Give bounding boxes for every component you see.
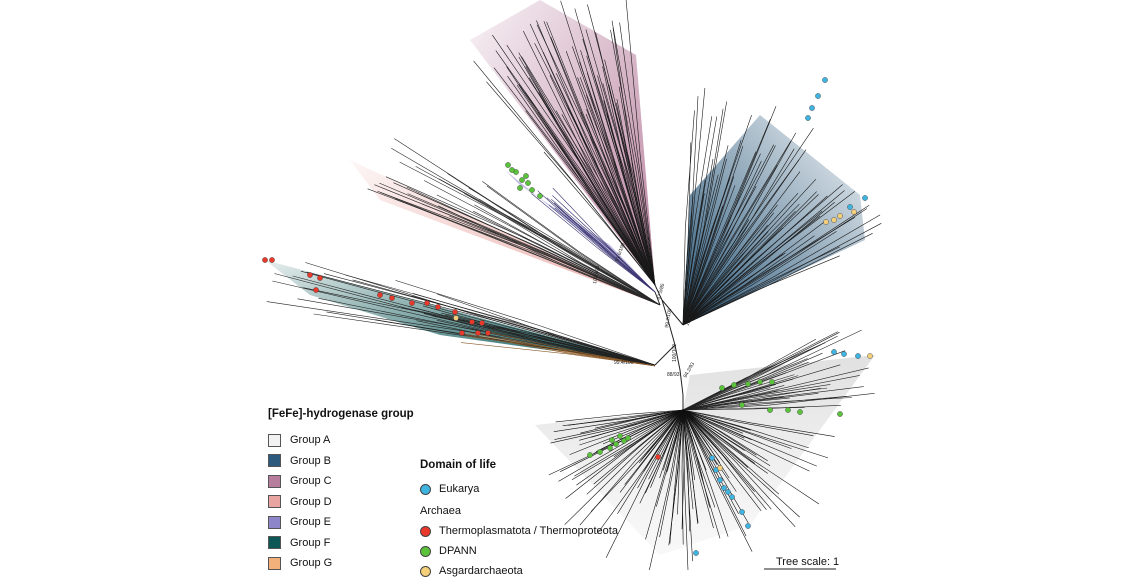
- svg-text:99.7/100: 99.7/100: [664, 308, 673, 328]
- group-e-label: Group E: [290, 516, 331, 529]
- group-c-clade: [470, 0, 655, 285]
- svg-text:88/93: 88/93: [667, 372, 680, 378]
- tree-scale-label: Tree scale: 1: [776, 556, 840, 568]
- svg-text:97.5/85: 97.5/85: [656, 283, 666, 301]
- group-f-swatch: [268, 536, 281, 550]
- asgard-legend-item: Asgardarchaeota: [420, 561, 618, 581]
- svg-text:100: 100: [685, 317, 694, 327]
- eukarya-dot: [420, 483, 431, 495]
- dpann-legend-item: DPANN: [420, 541, 618, 561]
- svg-text:100/100: 100/100: [672, 344, 678, 362]
- group-g-legend-item: Group G: [268, 553, 414, 574]
- dpann-dot: [420, 545, 431, 557]
- svg-text:99.4/100: 99.4/100: [614, 360, 634, 366]
- group-c-legend-item: Group C: [268, 471, 414, 492]
- group-a-label: Group A: [290, 434, 331, 447]
- group-a-branches-lower: [564, 409, 835, 570]
- group-d-branches: [367, 138, 661, 306]
- group-b-legend-item: Group B: [268, 451, 414, 472]
- domain-legend: Domain of life Eukarya Archaea Thermopla…: [420, 459, 618, 581]
- group-g-branches: [458, 332, 656, 367]
- group-legend: [FeFe]-hydrogenase group Group A Group B…: [268, 408, 414, 574]
- thermo-label: Thermoplasmatota / Thermoproteota: [439, 525, 618, 537]
- group-a-legend-item: Group A: [268, 430, 414, 451]
- svg-text:100/100: 100/100: [592, 265, 601, 284]
- eukarya-label: Eukarya: [439, 483, 480, 495]
- asgard-label: Asgardarchaeota: [439, 565, 523, 577]
- group-f-label: Group F: [290, 536, 331, 549]
- asgard-tips: [453, 209, 873, 471]
- group-f-legend-item: Group F: [268, 533, 414, 554]
- backbone-branches: [654, 284, 684, 410]
- group-a-swatch: [268, 433, 281, 447]
- eukarya-legend-item: Eukarya: [420, 479, 618, 499]
- group-d-legend-item: Group D: [268, 492, 414, 513]
- group-e-branches: [531, 187, 656, 293]
- group-e-swatch: [268, 515, 281, 529]
- group-c-branches: [473, 0, 656, 286]
- group-c-swatch: [268, 474, 281, 488]
- group-e-legend-item: Group E: [268, 512, 414, 533]
- group-b-swatch: [268, 454, 281, 468]
- domain-legend-title: Domain of life: [420, 459, 497, 471]
- group-b-label: Group B: [290, 454, 331, 467]
- group-b-branches: [682, 87, 882, 326]
- group-legend-title: [FeFe]-hydrogenase group: [268, 408, 414, 420]
- group-d-swatch: [268, 495, 281, 509]
- group-a-branches-left: [548, 409, 684, 499]
- group-d-label: Group D: [290, 495, 332, 508]
- thermo-legend-item: Thermoplasmatota / Thermoproteota: [420, 521, 618, 541]
- thermo-dot: [420, 525, 431, 537]
- dpann-tips: [505, 162, 843, 458]
- thermo-tips: [262, 257, 661, 460]
- dpann-label: DPANN: [439, 545, 477, 557]
- group-g-swatch: [268, 556, 281, 570]
- group-g-label: Group G: [290, 557, 333, 570]
- group-c-label: Group C: [290, 475, 332, 488]
- asgard-dot: [420, 565, 431, 577]
- eukarya-tips: [693, 77, 868, 556]
- archaea-heading: Archaea: [420, 505, 461, 517]
- group-a-clade: [535, 355, 875, 555]
